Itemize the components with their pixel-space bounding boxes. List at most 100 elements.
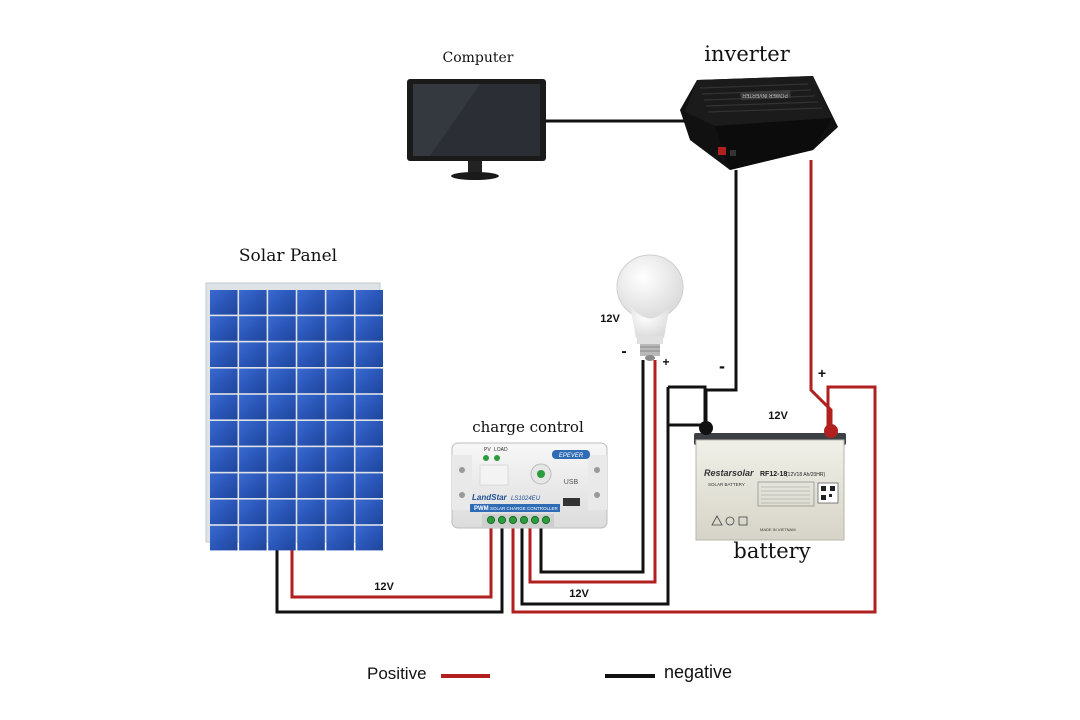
inverter-positive-wire — [809, 160, 833, 428]
solar-cell — [297, 525, 325, 551]
battery-plus-label: + — [818, 365, 826, 381]
solar-cell — [326, 342, 354, 367]
solar-cell — [355, 421, 383, 446]
solar-cell — [210, 342, 238, 367]
charge-control-label: charge control — [472, 418, 584, 436]
inverter-device-text: POWER INVERTER — [742, 92, 788, 98]
solar-cell — [239, 525, 267, 551]
solar-cell — [268, 394, 296, 420]
inverter-minus-label: - — [719, 356, 725, 376]
solar-cell — [239, 290, 267, 315]
controller-terminal — [541, 515, 551, 525]
battery-negative-wire-top — [668, 385, 707, 425]
panel-negative-wire — [275, 528, 504, 614]
solar-cell — [210, 368, 238, 394]
solar-cell — [326, 394, 354, 420]
solar-cell — [355, 447, 383, 472]
solar-cell — [268, 473, 296, 498]
solar-cell — [297, 499, 325, 525]
solar-cell — [239, 342, 267, 367]
computer-label: Computer — [443, 50, 514, 66]
solar-cell — [326, 316, 354, 341]
legend: Positive negative — [367, 662, 732, 683]
solar-cell — [268, 499, 296, 525]
battery-spec-text: (12V18 Ah/20HR) — [786, 472, 826, 478]
solar-cell — [239, 316, 267, 341]
solar-cell — [297, 368, 325, 394]
charge-controller: PV LOAD EPEVER USB LandStar LS1024EU PWM… — [451, 442, 608, 529]
solar-cell — [210, 499, 238, 525]
legend-negative-label: negative — [664, 662, 732, 682]
bulb-minus-label: - — [621, 343, 626, 360]
inverter-device: POWER INVERTER — [680, 76, 838, 170]
controller-model-no-text: LS1024EU — [511, 496, 541, 502]
solar-cell — [326, 421, 354, 446]
solar-cell — [297, 290, 325, 315]
inverter-negative-wire — [704, 170, 738, 425]
battery-positive-wire — [511, 385, 877, 614]
controller-terminal — [497, 515, 507, 525]
solar-cell — [268, 316, 296, 341]
solar-cell — [210, 421, 238, 446]
battery-voltage-label: 12V — [768, 410, 788, 422]
solar-cell — [239, 447, 267, 472]
light-bulb — [616, 254, 684, 361]
solar-cell — [239, 394, 267, 420]
solar-cell — [297, 342, 325, 367]
solar-cell — [355, 499, 383, 525]
solar-cell — [297, 316, 325, 341]
controller-desc-text: SOLAR CHARGE CONTROLLER — [490, 506, 559, 511]
solar-cell — [297, 394, 325, 420]
controller-pwm-text: PWM — [474, 506, 489, 512]
battery-brand-text: Restarsolar — [704, 468, 754, 478]
inverter-label: inverter — [704, 42, 790, 66]
solar-cell — [268, 421, 296, 446]
solar-cell — [268, 447, 296, 472]
solar-cell — [268, 290, 296, 315]
solar-cell — [268, 368, 296, 394]
load-negative-wire — [539, 360, 645, 574]
wires — [275, 119, 877, 614]
controller-usb-text: USB — [564, 479, 579, 486]
solar-cell — [297, 421, 325, 446]
solar-cell — [326, 368, 354, 394]
controller-terminal — [519, 515, 529, 525]
solar-cell — [326, 447, 354, 472]
solar-panel — [205, 282, 383, 551]
controller-brand-text: EPEVER — [559, 453, 584, 459]
solar-cell — [355, 342, 383, 367]
solar-cell — [326, 473, 354, 498]
solar-cell — [297, 447, 325, 472]
panel-positive-wire — [290, 528, 493, 599]
solar-cell — [210, 394, 238, 420]
solar-cell — [355, 368, 383, 394]
controller-terminal — [508, 515, 518, 525]
panel-wire-voltage-label: 12V — [374, 581, 394, 593]
battery-sub-text: SOLAR BATTERY — [708, 482, 745, 487]
solar-cell — [210, 290, 238, 315]
solar-cell — [210, 473, 238, 498]
solar-cell — [210, 316, 238, 341]
solar-cell — [326, 525, 354, 551]
controller-model-text: LandStar — [472, 493, 508, 502]
load-positive-wire — [528, 360, 657, 584]
solar-cell — [355, 473, 383, 498]
battery-made-text: MADE IN VIETNAM — [760, 527, 796, 532]
solar-cell — [326, 499, 354, 525]
battery-device: Restarsolar RF12-18 (12V18 Ah/20HR) SOLA… — [694, 421, 846, 541]
bulb-voltage-label: 12V — [600, 313, 620, 325]
solar-cell — [326, 290, 354, 315]
computer-monitor — [407, 79, 546, 180]
solar-cell — [210, 447, 238, 472]
solar-cell — [239, 499, 267, 525]
controller-terminal — [486, 515, 496, 525]
controller-terminals — [486, 515, 551, 525]
controller-terminal — [530, 515, 540, 525]
solar-cell — [355, 394, 383, 420]
solar-cell — [210, 525, 238, 551]
solar-cell — [355, 525, 383, 551]
load-wire-voltage-label: 12V — [569, 588, 589, 600]
controller-load-text: LOAD — [494, 447, 508, 453]
battery-model-text: RF12-18 — [760, 471, 787, 478]
solar-cell — [297, 473, 325, 498]
